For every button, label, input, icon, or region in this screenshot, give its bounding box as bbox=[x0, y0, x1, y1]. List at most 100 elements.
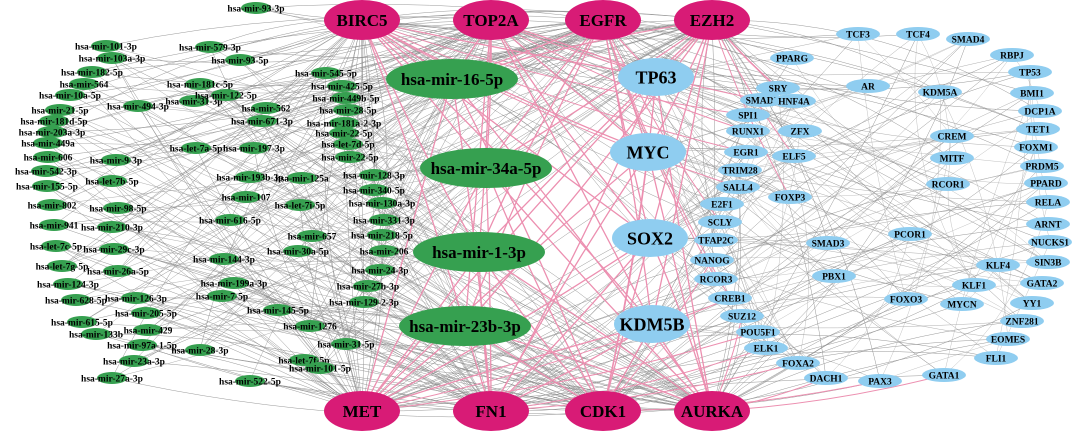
tf-node[interactable]: BMI1 bbox=[1010, 86, 1054, 100]
tf-node[interactable]: RBPJ bbox=[990, 48, 1034, 62]
tf-node[interactable]: GATA1 bbox=[922, 368, 966, 382]
hub-gene-node[interactable]: CDK1 bbox=[565, 391, 641, 431]
tf-node[interactable]: SMAD4 bbox=[946, 32, 990, 46]
mirna-node[interactable]: hsa-let-7c-5p bbox=[30, 240, 82, 252]
mirna-node[interactable]: hsa-mir-126-3p bbox=[105, 292, 167, 304]
tf-node[interactable]: YY1 bbox=[1010, 296, 1054, 310]
tf-node[interactable]: HNF4A bbox=[772, 94, 816, 108]
big-mirna-node[interactable]: hsa-mir-34a-5p bbox=[420, 148, 552, 188]
tf-node[interactable]: TP53 bbox=[1008, 65, 1052, 79]
mirna-node[interactable]: hsa-mir-579-3p bbox=[179, 41, 241, 53]
tf-node[interactable]: DACH1 bbox=[804, 371, 848, 385]
mirna-node[interactable]: hsa-mir-101-3p bbox=[75, 40, 137, 52]
tf-node[interactable]: FOXP3 bbox=[768, 190, 812, 204]
tf-node[interactable]: DCP1A bbox=[1018, 104, 1062, 118]
tf-node[interactable]: ELF5 bbox=[772, 149, 816, 163]
tf-node[interactable]: MITF bbox=[930, 151, 974, 165]
mirna-node[interactable]: hsa-mir-7-5p bbox=[196, 290, 248, 302]
hub-gene-node[interactable]: FN1 bbox=[453, 391, 529, 431]
tf-node[interactable]: PAX3 bbox=[858, 374, 902, 388]
mirna-node[interactable]: hsa-mir-522-5p bbox=[219, 375, 281, 387]
mirna-node[interactable]: hsa-mir-425-5p bbox=[311, 80, 373, 92]
hub-gene-node[interactable]: EZH2 bbox=[674, 0, 750, 40]
mirna-node[interactable]: hsa-mir-21-5p bbox=[31, 104, 89, 116]
mirna-node[interactable]: hsa-mir-144-3p bbox=[193, 253, 255, 265]
mirna-node[interactable]: hsa-mir-155-5p bbox=[16, 180, 78, 192]
mirna-node[interactable]: hsa-mir-128-3p bbox=[343, 169, 405, 181]
mirna-node[interactable]: hsa-mir-125a bbox=[275, 172, 329, 184]
mirna-node[interactable]: hsa-mir-181d-5p bbox=[20, 115, 88, 127]
mirna-node[interactable]: hsa-mir-429 bbox=[124, 324, 173, 336]
mirna-node[interactable]: hsa-mir-1276 bbox=[283, 320, 337, 332]
tf-node[interactable]: TCF4 bbox=[896, 27, 940, 41]
tf-node[interactable]: FOXA2 bbox=[776, 356, 820, 370]
mirna-node[interactable]: hsa-mir-210-3p bbox=[81, 221, 143, 233]
tf-node[interactable]: POU5F1 bbox=[736, 325, 780, 339]
tf-node[interactable]: MYCN bbox=[940, 297, 984, 311]
mirna-node[interactable]: hsa-mir-133b bbox=[69, 328, 123, 340]
tf-node[interactable]: ZNF281 bbox=[1000, 314, 1044, 328]
tf-node[interactable]: PCOR1 bbox=[888, 227, 932, 241]
tf-node[interactable]: ARNT bbox=[1026, 217, 1070, 231]
tf-node[interactable]: RUNX1 bbox=[726, 124, 770, 138]
mirna-node[interactable]: hsa-mir-93-3p bbox=[227, 2, 285, 14]
tf-node[interactable]: EGR1 bbox=[724, 145, 768, 159]
mirna-node[interactable]: hsa-mir-27a-3p bbox=[81, 372, 143, 384]
mirna-node[interactable]: hsa-mir-562 bbox=[242, 102, 291, 114]
mirna-node[interactable]: hsa-mir-31-5p bbox=[317, 338, 375, 350]
mirna-node[interactable]: hsa-mir-340-5p bbox=[343, 184, 405, 196]
mirna-node[interactable]: hsa-mir-97a-1-5p bbox=[107, 339, 177, 351]
tf-node[interactable]: TFAP2C bbox=[694, 233, 738, 247]
tf-node[interactable]: FOXO3 bbox=[884, 292, 928, 306]
tf-node[interactable]: SRY bbox=[756, 81, 800, 95]
mirna-node[interactable]: hsa-mir-606 bbox=[24, 151, 73, 163]
mirna-node[interactable]: hsa-mir-28-3p bbox=[171, 344, 229, 356]
big-mirna-node[interactable]: hsa-mir-16-5p bbox=[386, 59, 518, 99]
mirna-node[interactable]: hsa-mir-205-5p bbox=[115, 307, 177, 319]
mirna-node[interactable]: hsa-mir-27b-3p bbox=[337, 280, 399, 292]
tf-node[interactable]: KLF4 bbox=[976, 258, 1020, 272]
tf-node[interactable]: SIN3B bbox=[1026, 255, 1070, 269]
mirna-node[interactable]: hsa-mir-124-3p bbox=[37, 278, 99, 290]
mirna-node[interactable]: hsa-mir-206 bbox=[360, 245, 409, 257]
tf-node[interactable]: RELA bbox=[1026, 195, 1070, 209]
tf-node[interactable]: AR bbox=[846, 79, 890, 93]
mirna-node[interactable]: hsa-mir-30a-5p bbox=[267, 245, 329, 257]
tf-node[interactable]: GATA2 bbox=[1020, 276, 1064, 290]
tf-node[interactable]: FLI1 bbox=[974, 351, 1018, 365]
mirna-node[interactable]: hsa-mir-93-5p bbox=[211, 54, 269, 66]
tf-node[interactable]: TRIM28 bbox=[718, 163, 762, 177]
tf-node[interactable]: EOMES bbox=[986, 332, 1030, 346]
tf-node[interactable]: SMAD2 bbox=[740, 93, 784, 107]
mirna-node[interactable]: hsa-mir-29c-3p bbox=[83, 243, 145, 255]
mirna-node[interactable]: hsa-mir-181c-5p bbox=[167, 78, 233, 90]
mirna-node[interactable]: hsa-mir-24-3p bbox=[351, 264, 409, 276]
tf-node[interactable]: PBX1 bbox=[812, 269, 856, 283]
mirna-node[interactable]: hsa-let-7f-5p bbox=[278, 354, 330, 366]
mirna-node[interactable]: hsa-let-7g-5p bbox=[36, 260, 89, 272]
mirna-node[interactable]: hsa-mir-564 bbox=[60, 78, 109, 90]
tf-node[interactable]: RCOR1 bbox=[926, 177, 970, 191]
tf-node[interactable]: NANOG bbox=[690, 253, 734, 267]
tf-node[interactable]: SCLY bbox=[698, 215, 742, 229]
mirna-node[interactable]: hsa-mir-129-2-3p bbox=[329, 296, 399, 308]
mirna-node[interactable]: hsa-mir-23a-3p bbox=[103, 355, 165, 367]
mirna-node[interactable]: hsa-mir-542-3p bbox=[15, 165, 77, 177]
mirna-node[interactable]: hsa-mir-122-5p bbox=[195, 89, 257, 101]
mirna-node[interactable]: hsa-mir-28-5p bbox=[319, 104, 377, 116]
mirna-node[interactable]: hsa-mir-494-3p bbox=[107, 100, 169, 112]
mirna-node[interactable]: hsa-mir-26a-5p bbox=[87, 265, 149, 277]
mirna-node[interactable]: hsa-mir-449b-5p bbox=[312, 92, 380, 104]
mirna-node[interactable]: hsa-mir-22-5p bbox=[315, 127, 373, 139]
big-tf-node[interactable]: MYC bbox=[610, 133, 686, 171]
hub-gene-node[interactable]: EGFR bbox=[565, 0, 641, 40]
mirna-node[interactable]: hsa-mir-545-5p bbox=[295, 67, 357, 79]
tf-node[interactable]: TCF3 bbox=[836, 27, 880, 41]
tf-node[interactable]: ZFX bbox=[778, 124, 822, 138]
mirna-node[interactable]: hsa-mir-802 bbox=[28, 199, 77, 211]
mirna-node[interactable]: hsa-mir-145-5p bbox=[247, 304, 309, 316]
mirna-node[interactable]: hsa-mir-22-5p bbox=[321, 151, 379, 163]
tf-node[interactable]: CREB1 bbox=[708, 291, 752, 305]
tf-node[interactable]: CREM bbox=[930, 129, 974, 143]
mirna-node[interactable]: hsa-mir-181a-2-3p bbox=[307, 117, 382, 129]
